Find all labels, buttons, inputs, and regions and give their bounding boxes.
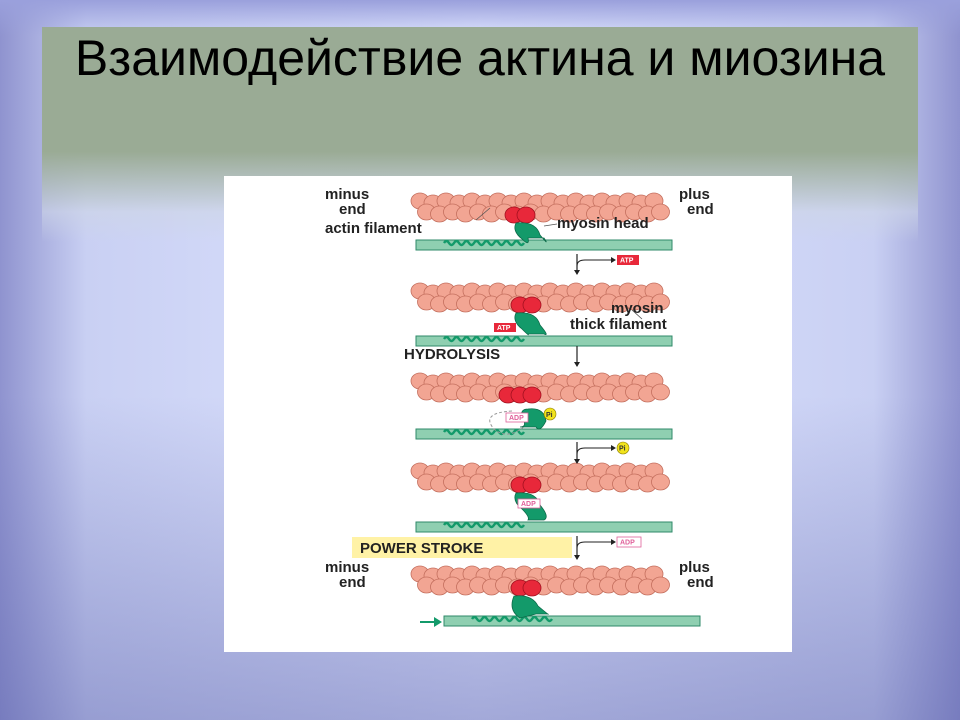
- myosin-thick-filament-label-1: myosin: [611, 300, 664, 317]
- atp-tag: [617, 255, 639, 265]
- branch-arrow: [576, 259, 613, 267]
- pi-circle-on-head: [543, 407, 557, 421]
- myosin-tail: [442, 428, 526, 436]
- stage-1: [410, 192, 673, 251]
- myosin-head-leader: [543, 223, 558, 227]
- step-arrowhead: [574, 270, 580, 275]
- stage-2: ATP: [410, 282, 673, 347]
- thick-filament: [415, 521, 673, 533]
- actin-filament-leader: [475, 207, 491, 221]
- myosin-tail: [442, 239, 526, 247]
- pi-text: Pi: [619, 446, 626, 453]
- atp-tag-text: ATP: [620, 258, 634, 265]
- step-arrowhead: [574, 459, 580, 464]
- adp-tag-text: ADP: [521, 501, 536, 508]
- myosin-head-label: myosin head: [557, 215, 649, 232]
- minus-end-label-bottom-2: end: [339, 574, 366, 591]
- branch-arrow: [576, 541, 613, 549]
- step-arrowhead: [574, 555, 580, 560]
- slide-title: Взаимодействие актина и миозина: [74, 30, 886, 86]
- plus-end-label-bottom-2: end: [687, 574, 714, 591]
- pi-circle: [616, 441, 630, 455]
- power-stroke-label: POWER STROKE: [360, 540, 483, 557]
- minus-end-label-top-1: minus: [325, 186, 369, 203]
- actin-bead: [651, 293, 670, 311]
- atp-tag-on-head: [494, 323, 516, 332]
- filament-movement-arrow: [420, 617, 442, 627]
- actin-binding-site: [516, 206, 536, 224]
- branch-arrowhead: [611, 445, 616, 451]
- myosin-tail: [442, 335, 526, 343]
- branch-arrowhead: [611, 257, 616, 263]
- myosin-thick-filament-label-2: thick filament: [570, 316, 667, 333]
- actin-binding-site: [522, 476, 542, 494]
- atp-tag-text: ATP: [497, 325, 511, 332]
- adp-tag-text: ADP: [509, 415, 524, 422]
- adp-tag-on-head: [517, 498, 541, 509]
- stage-4: ADP: [410, 462, 673, 533]
- step-arrowhead: [574, 362, 580, 367]
- actin-binding-site: [522, 579, 542, 597]
- actin-bead: [651, 473, 670, 491]
- myosin-thick-leader: [631, 309, 643, 320]
- minus-end-label-bottom-1: minus: [325, 559, 369, 576]
- thick-filament: [443, 615, 701, 627]
- actin-filament-label: actin filament: [325, 220, 422, 237]
- actin-bead: [651, 383, 670, 401]
- actin-binding-site: [522, 386, 542, 404]
- adp-tag-text: ADP: [620, 540, 635, 547]
- myosin-head: [514, 222, 547, 244]
- myosin-tail: [442, 521, 526, 529]
- adp-tag: [616, 536, 642, 548]
- plus-end-label-bottom-1: plus: [679, 559, 710, 576]
- power-stroke-highlight: [352, 537, 572, 558]
- stage-3: ADP Pi: [410, 372, 673, 440]
- plus-end-label-top-2: end: [687, 201, 714, 218]
- plus-end-label-top-1: plus: [679, 186, 710, 203]
- myosin-tail: [470, 615, 554, 623]
- actin-bead: [651, 576, 670, 594]
- actin-binding-site: [522, 296, 542, 314]
- pi-text-on-head: Pi: [546, 412, 553, 419]
- myosin-head: [511, 595, 549, 619]
- hydrolysis-label: HYDROLYSIS: [404, 346, 500, 363]
- previous-head-outline: [489, 410, 527, 435]
- adp-tag-on-head: [505, 412, 529, 423]
- branch-arrow: [576, 447, 613, 455]
- thick-filament: [415, 335, 673, 347]
- thick-filament: [415, 428, 673, 440]
- myosin-head: [514, 312, 547, 336]
- branch-arrowhead: [611, 539, 616, 545]
- actin-bead: [651, 203, 670, 221]
- minus-end-label-top-2: end: [339, 201, 366, 218]
- stage-5: [410, 565, 701, 627]
